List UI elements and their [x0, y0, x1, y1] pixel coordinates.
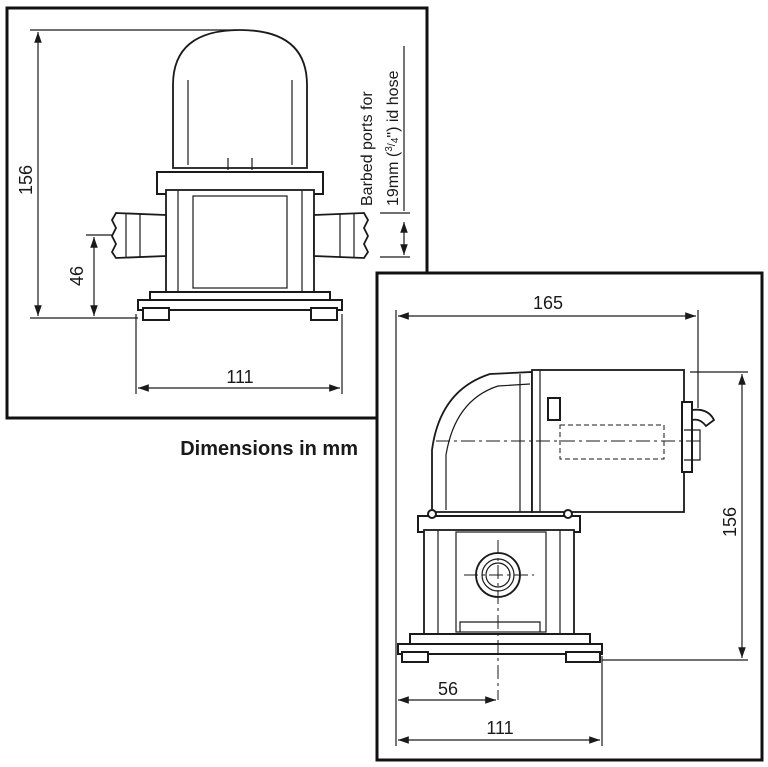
front-right-barbed-port: [313, 212, 370, 259]
side-width-dimension: [395, 654, 603, 746]
front-width-label: 111: [226, 367, 253, 387]
side-port-offset-label: 56: [438, 679, 458, 699]
side-elbow: [431, 371, 533, 513]
side-height-label: 156: [720, 507, 740, 537]
port-note-suffix: ") id hose: [385, 70, 402, 137]
side-height-dimension: [602, 371, 748, 661]
front-height-label: 156: [16, 165, 36, 195]
dimensions-caption: Dimensions in mm: [180, 438, 358, 460]
front-view-panel: 156 46 111 Barbed ports for 19mm (3/4") …: [5, 6, 429, 420]
front-pump-housing: [137, 171, 343, 321]
port-note-prefix: 19mm (: [385, 151, 402, 206]
port-note-fraction-num: 3: [384, 146, 395, 152]
port-note-fraction-den: 4: [390, 137, 401, 143]
front-port-height-label: 46: [67, 266, 87, 286]
port-note-line2: 19mm (3/4") id hose: [384, 70, 402, 206]
side-length-label: 165: [533, 293, 563, 313]
side-width-label: 111: [486, 718, 513, 738]
port-note-line1: Barbed ports for: [359, 91, 376, 206]
front-motor-dome: [172, 29, 308, 170]
side-view-panel: 165 156 56 111: [375, 271, 764, 762]
side-length-dimension: [395, 310, 699, 654]
front-height-dimension: [30, 29, 236, 319]
front-width-dimension: [135, 314, 343, 394]
side-motor: [531, 369, 716, 513]
port-note-leader: [380, 46, 410, 258]
front-left-barbed-port: [110, 212, 167, 259]
front-port-height-dimension: [86, 234, 112, 316]
side-base: [397, 633, 603, 663]
